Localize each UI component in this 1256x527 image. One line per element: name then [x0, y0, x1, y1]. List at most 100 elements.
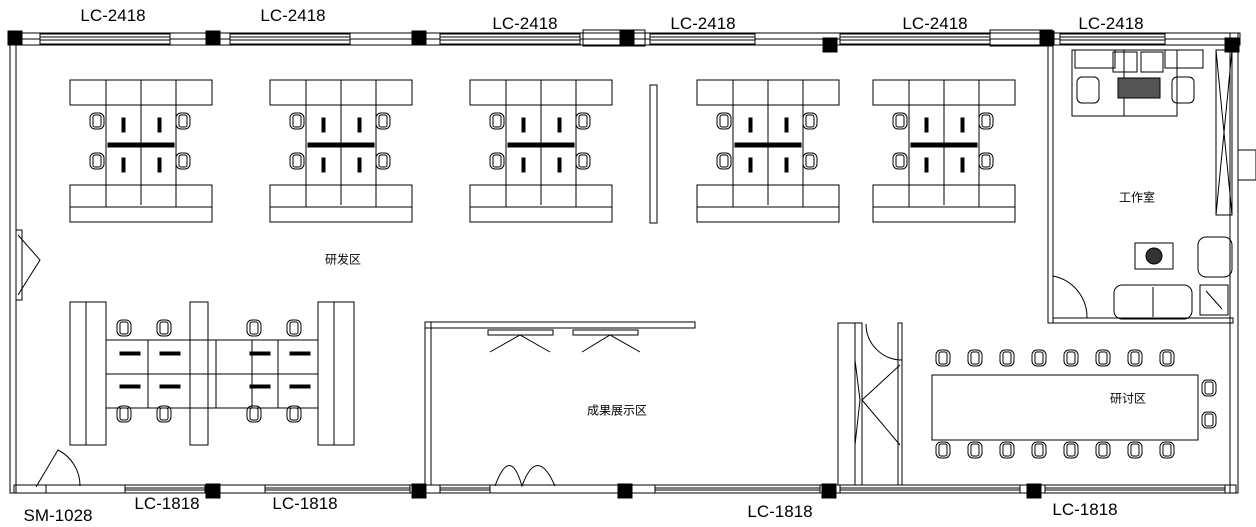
chair	[1127, 441, 1143, 459]
chair	[967, 441, 983, 459]
seminar-door-swing	[865, 323, 903, 361]
window-top	[839, 33, 991, 45]
side-door-frame	[15, 229, 23, 301]
door-label: SM-1028	[23, 506, 93, 525]
wardrobe	[1215, 49, 1233, 216]
chair-seat	[292, 114, 302, 128]
chair	[1127, 349, 1143, 367]
window-label-bottom-4: LC-1818	[1052, 500, 1118, 519]
window-bottom	[124, 484, 206, 494]
coffee-table	[1134, 242, 1174, 270]
chair	[116, 405, 132, 423]
chair-seat	[378, 114, 388, 128]
chair	[89, 152, 105, 170]
chair-seat	[1034, 351, 1044, 365]
window-top	[1059, 33, 1166, 45]
window-label-top-5: LC-2418	[902, 14, 968, 33]
chair	[1031, 349, 1047, 367]
column	[1039, 30, 1055, 46]
window-label-bottom-2: LC-1818	[272, 494, 338, 513]
freestanding-panel	[649, 84, 658, 224]
column	[619, 30, 635, 46]
desk-screen	[734, 142, 802, 148]
side-door-swing	[17, 234, 41, 296]
chair	[802, 152, 818, 170]
desk-screen	[507, 142, 575, 148]
room-label-seminar: 研讨区	[1109, 391, 1147, 406]
monitor	[289, 351, 311, 356]
chair-seat	[1162, 443, 1172, 457]
monitor	[557, 157, 562, 173]
monitor	[289, 384, 311, 389]
chair	[716, 152, 732, 170]
chair-seat	[1130, 443, 1140, 457]
chair	[489, 152, 505, 170]
wall-left	[9, 32, 17, 494]
chair	[246, 405, 262, 423]
chair	[1063, 349, 1079, 367]
meeting-table	[931, 374, 1199, 441]
display-swing	[581, 334, 641, 353]
room-label-exhibit: 成果展示区	[586, 403, 648, 418]
desk-cabinet	[872, 206, 1016, 223]
monitor	[321, 157, 326, 173]
monitor	[357, 117, 362, 133]
display-swing	[489, 334, 551, 353]
wardrobe-x	[1215, 49, 1233, 216]
chair-seat	[1204, 413, 1214, 427]
monitor	[249, 351, 271, 356]
chair-seat	[159, 407, 169, 421]
chair	[116, 319, 132, 337]
door-leaf	[861, 364, 901, 401]
window-top	[439, 33, 581, 45]
monitor	[121, 117, 126, 133]
chair-seat	[970, 351, 980, 365]
column	[1026, 483, 1042, 499]
seminar-wall-left	[897, 322, 903, 486]
chair-seat	[249, 321, 259, 335]
chair	[1159, 349, 1175, 367]
end-table	[1199, 284, 1229, 316]
chair	[999, 349, 1015, 367]
desk-screen	[910, 142, 978, 148]
display-panel	[572, 329, 639, 336]
exhibit-door-swing	[494, 465, 556, 488]
chair	[967, 349, 983, 367]
monitor	[121, 157, 126, 173]
window-top	[649, 33, 756, 45]
desk-screen	[107, 142, 175, 148]
chair	[1031, 441, 1047, 459]
chair-seat	[292, 154, 302, 168]
chair-seat	[378, 154, 388, 168]
chair	[1201, 379, 1217, 397]
chair	[175, 152, 191, 170]
exhibit-wall-left	[424, 321, 432, 486]
window-bottom	[839, 484, 1021, 494]
sofa	[1113, 284, 1193, 320]
armchair	[1171, 76, 1195, 104]
chair	[289, 112, 305, 130]
desk-screen	[307, 142, 375, 148]
studio-door-swing	[1052, 275, 1088, 319]
window-label-top-4: LC-2418	[670, 14, 736, 33]
column	[411, 30, 427, 46]
monitor	[119, 384, 141, 389]
door-leaf	[861, 399, 901, 446]
chair-seat	[1098, 351, 1108, 365]
window-label-top-3: LC-2418	[492, 14, 558, 33]
lamp-icon	[1205, 290, 1223, 310]
chair	[935, 349, 951, 367]
chair	[375, 152, 391, 170]
chair-seat	[289, 407, 299, 421]
studio-equipment	[1117, 77, 1161, 99]
chair	[892, 112, 908, 130]
chair-seat	[1162, 351, 1172, 365]
chair-seat	[1002, 351, 1012, 365]
studio-wall-bottom	[1052, 317, 1234, 324]
chair-seat	[92, 114, 102, 128]
chair-seat	[805, 114, 815, 128]
chair	[1095, 349, 1111, 367]
wall-right-opening	[1237, 149, 1256, 181]
chair	[1095, 441, 1111, 459]
chair-seat	[1130, 351, 1140, 365]
